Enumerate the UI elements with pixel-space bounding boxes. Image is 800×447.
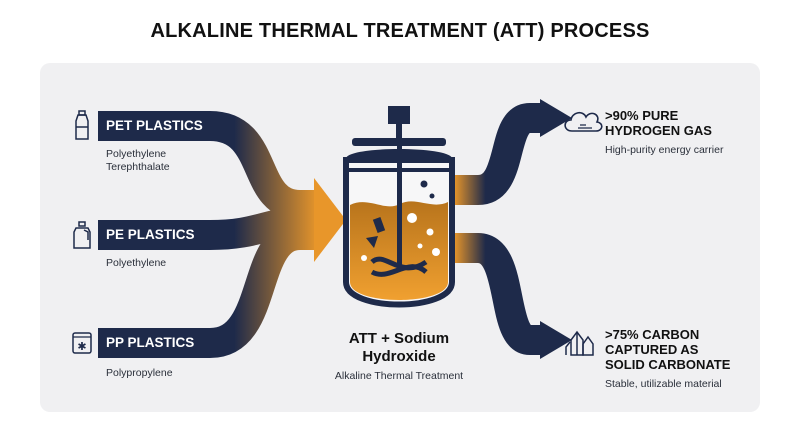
reactor-title-1: ATT + Sodium [348, 330, 450, 347]
input-title-pp: PP PLASTICS [106, 335, 195, 350]
svg-text:✱: ✱ [77, 340, 86, 353]
flow-band-carbon [454, 233, 544, 355]
output-carbon-line1: >75% CARBON [605, 327, 700, 342]
input-arrowhead [314, 178, 346, 262]
input-sub-pe: Polyethylene [106, 257, 167, 269]
input-title-pe: PE PLASTICS [106, 227, 195, 242]
hydrogen-arrowhead [540, 99, 572, 137]
reactor-vessel-icon [343, 106, 455, 308]
reactor-sub: Alkaline Thermal Treatment [334, 370, 464, 382]
input-sub-pp: Polypropylene [106, 367, 173, 379]
page-title: ALKALINE THERMAL TREATMENT (ATT) PROCESS [150, 20, 650, 42]
flow-band-pp [98, 220, 318, 358]
output-carbon-line3: SOLID CARBONATE [605, 357, 731, 372]
pellet-bag-icon: ✱ [72, 332, 92, 354]
reactor-title-2: Hydroxide [362, 348, 436, 365]
output-hydrogen-line1: >90% PURE [605, 108, 679, 123]
bottle-icon [75, 110, 89, 140]
carbon-arrowhead [540, 321, 572, 359]
crystal-icon [565, 330, 594, 356]
input-sub-pet-2: Terephthalate [106, 161, 170, 173]
output-hydrogen-line2: HYDROGEN GAS [605, 123, 712, 138]
flow-band-hydrogen [454, 103, 544, 205]
input-title-pet: PET PLASTICS [106, 118, 203, 133]
input-sub-pet-1: Polyethylene [106, 148, 167, 160]
jug-icon [73, 221, 91, 249]
output-carbon-sub: Stable, utilizable material [605, 378, 722, 390]
cloud-icon [564, 111, 603, 132]
output-hydrogen-sub: High-purity energy carrier [605, 144, 724, 156]
flow-band-pet [98, 111, 318, 220]
output-carbon-line2: CAPTURED AS [605, 342, 699, 357]
